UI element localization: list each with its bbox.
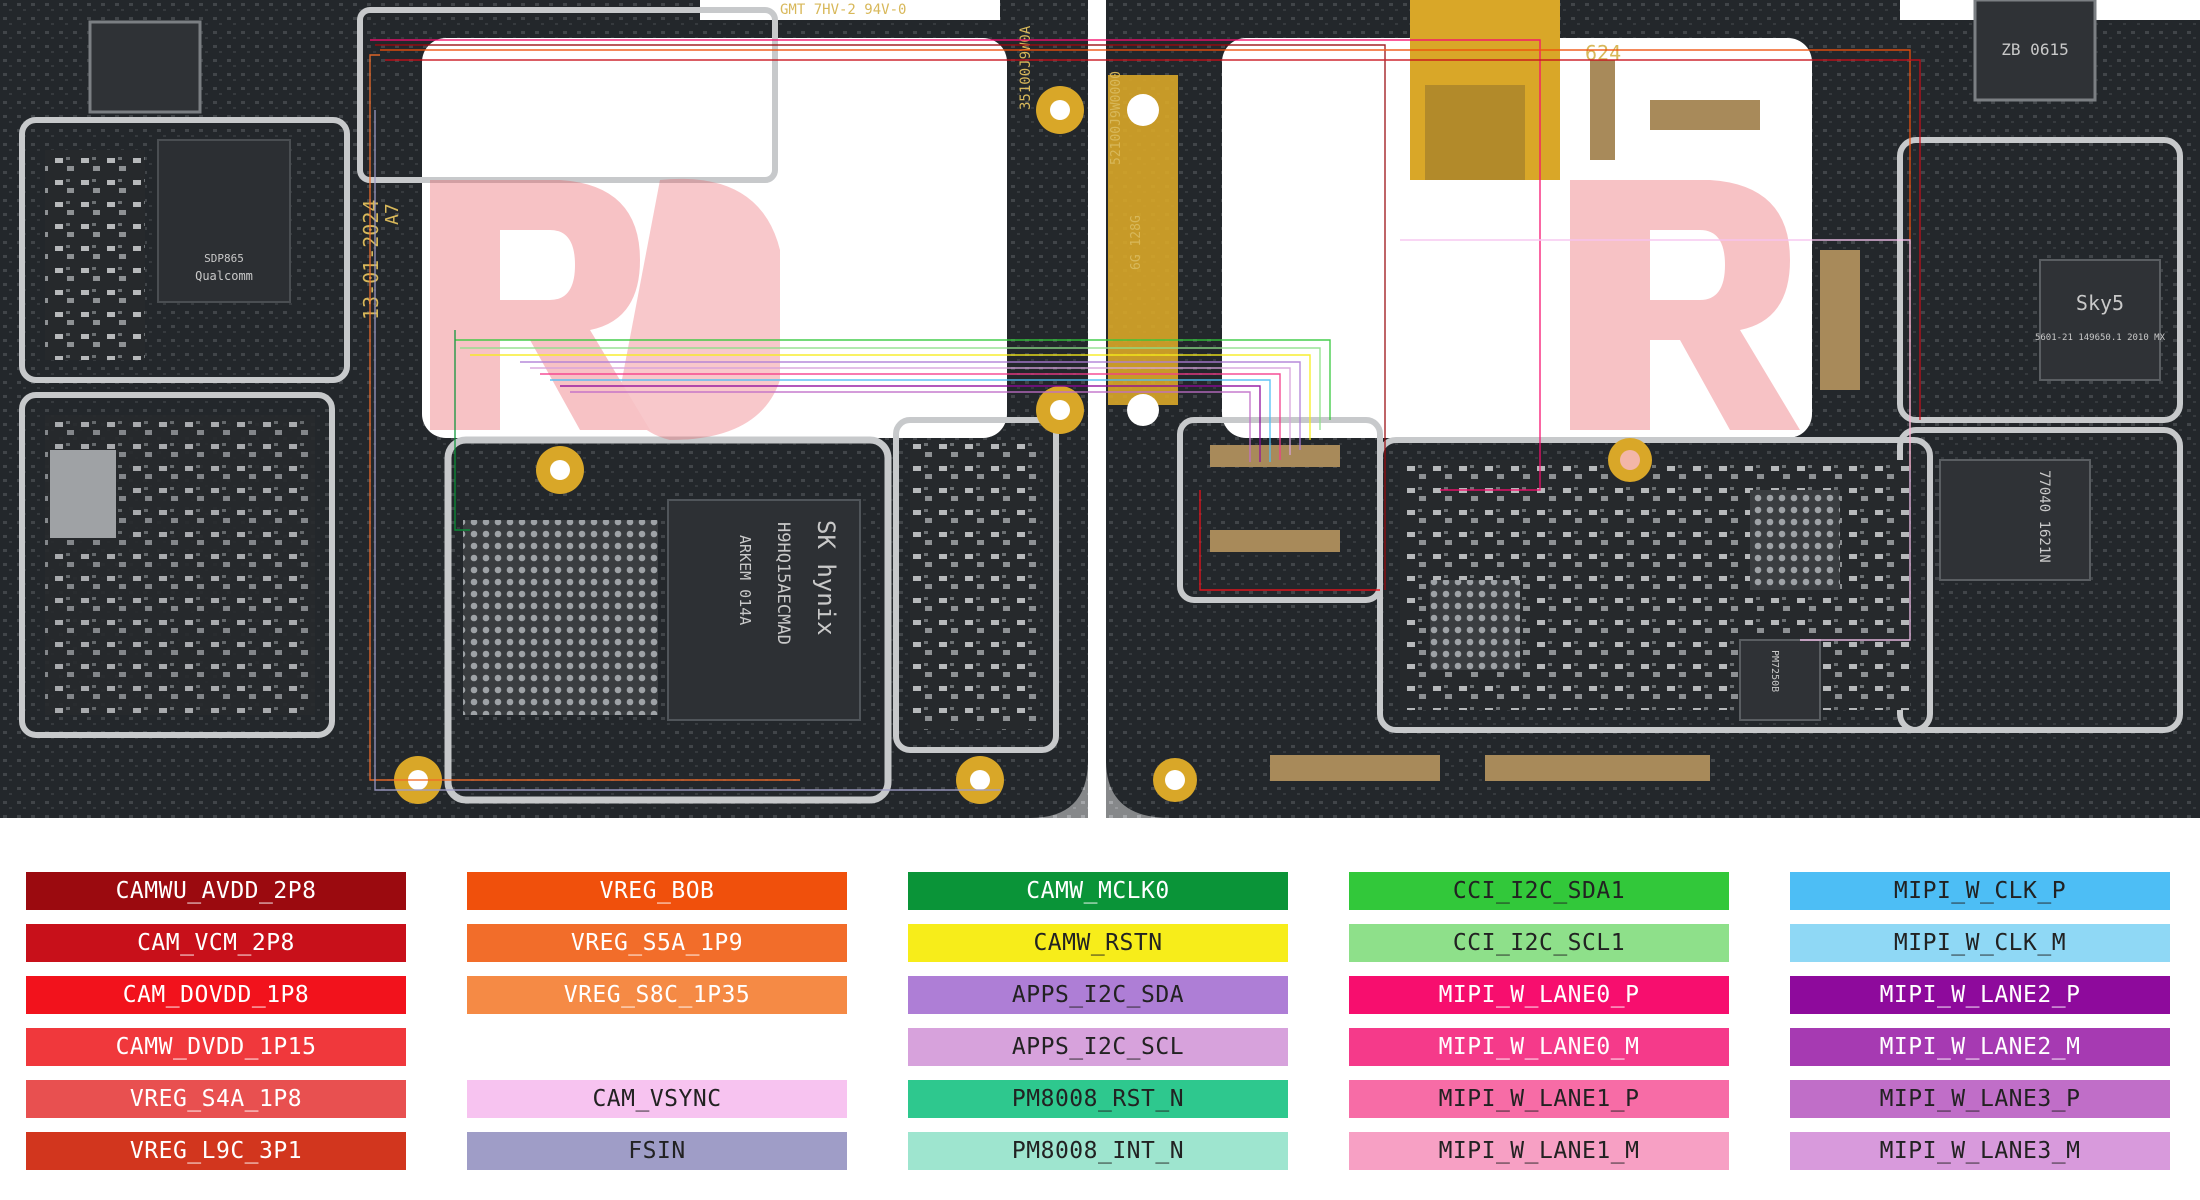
legend-item: VREG_S8C_1P35	[467, 976, 847, 1014]
legend-item: CAM_VCM_2P8	[26, 924, 406, 962]
legend-item: CAMW_DVDD_1P15	[26, 1028, 406, 1066]
rf-chip	[1939, 459, 2091, 581]
board-rev-text: A7	[382, 203, 403, 225]
right-board: Sky5 5601-21 149650.1 2010 MX 77040 1621…	[1106, 0, 2200, 818]
legend-item: MIPI_W_LANE3_P	[1790, 1080, 2170, 1118]
legend-item: APPS_I2C_SDA	[908, 976, 1288, 1014]
board-date-text: 13-01-2024	[359, 200, 383, 320]
legend-item: CAMW_MCLK0	[908, 872, 1288, 910]
legend-item: PM8008_INT_N	[908, 1132, 1288, 1170]
legend-item: VREG_L9C_3P1	[26, 1132, 406, 1170]
legend-item: CAM_VSYNC	[467, 1080, 847, 1118]
legend-item: CAM_DOVDD_1P8	[26, 976, 406, 1014]
legend-item: MIPI_W_LANE2_M	[1790, 1028, 2170, 1066]
legend-item: PM8008_RST_N	[908, 1080, 1288, 1118]
board-top-strip-text: GMT 7HV-2 94V-0	[780, 2, 906, 18]
legend-item: VREG_S4A_1P8	[26, 1080, 406, 1118]
legend-item: CAMWU_AVDD_2P8	[26, 872, 406, 910]
pcb-board-photo: Qualcomm SDP865 SK hynix H9HQ15AECMAD AR…	[0, 0, 2200, 818]
board-pn-mid-text: 52100J9W0000	[1109, 71, 1124, 165]
legend-item: CCI_I2C_SDA1	[1349, 872, 1729, 910]
legend-item: MIPI_W_LANE1_M	[1349, 1132, 1729, 1170]
cpu-brand-label: Qualcomm	[195, 269, 253, 283]
legend-item: VREG_S5A_1P9	[467, 924, 847, 962]
memory-code-label: H9HQ15AECMAD	[773, 522, 793, 645]
sky-label: Sky5	[2076, 291, 2124, 315]
legend-item: CAMW_RSTN	[908, 924, 1288, 962]
cpu-chip	[157, 139, 291, 303]
sky-chip	[2039, 259, 2161, 381]
legend-item: VREG_BOB	[467, 872, 847, 910]
memory-chip	[667, 499, 861, 721]
legend-item: MIPI_W_LANE0_P	[1349, 976, 1729, 1014]
memory-sub-label: ARKEM 014A	[736, 535, 754, 625]
legend-item: MIPI_W_LANE1_P	[1349, 1080, 1729, 1118]
cpu-code-label: SDP865	[204, 252, 244, 265]
board-pn-top-text: 35100J9W0A	[1018, 25, 1034, 110]
legend-item: MIPI_W_CLK_M	[1790, 924, 2170, 962]
legend-item: MIPI_W_LANE0_M	[1349, 1028, 1729, 1066]
legend-item: FSIN	[467, 1132, 847, 1170]
signal-trace-overlay	[369, 39, 1921, 791]
legend-item: APPS_I2C_SCL	[908, 1028, 1288, 1066]
sky-sub-label: 5601-21 149650.1 2010 MX	[2035, 333, 2166, 343]
board-marking-text: 6G 128G	[1129, 215, 1144, 270]
codec-label: ZB 0615	[2001, 40, 2068, 59]
memory-brand-label: SK hynix	[812, 520, 840, 636]
legend-item: CCI_I2C_SCL1	[1349, 924, 1729, 962]
legend-item: MIPI_W_CLK_P	[1790, 872, 2170, 910]
pmic-code-label: PM7250B	[1769, 650, 1780, 692]
bga-pads	[463, 520, 658, 715]
rf-code-label: 77040 1621N	[2036, 470, 2052, 563]
left-board: Qualcomm SDP865 SK hynix H9HQ15AECMAD AR…	[0, 0, 1088, 818]
legend-item: MIPI_W_LANE2_P	[1790, 976, 2170, 1014]
pmic-chip	[1739, 639, 1821, 721]
legend-item: MIPI_W_LANE3_M	[1790, 1132, 2170, 1170]
board-624-text: 624	[1585, 41, 1621, 65]
